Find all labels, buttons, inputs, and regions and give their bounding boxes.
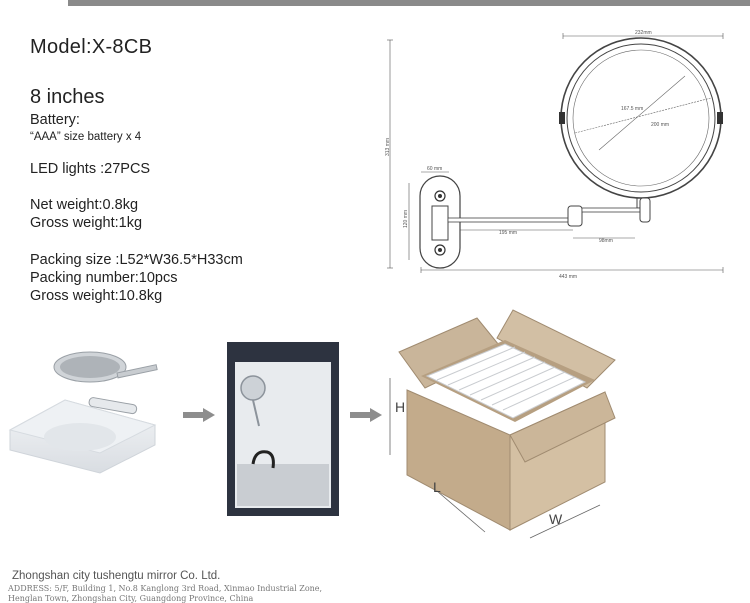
- battery-label: Battery:: [30, 112, 80, 128]
- base-width-label: 60 mm: [427, 166, 442, 172]
- outer-diameter-label: 200 mm: [651, 122, 669, 128]
- top-accent-bar: [68, 0, 750, 6]
- led-lights: LED lights :27PCS: [30, 161, 151, 177]
- battery-value: “AAA” size battery x 4: [30, 131, 142, 143]
- mirror-size: 8 inches: [30, 86, 105, 108]
- base-height-label: 120 mm: [403, 210, 409, 228]
- box-length-label: L: [433, 479, 441, 495]
- inner-diameter-label: 167.5 mm: [621, 106, 643, 112]
- company-address: ADDRESS: 5/F, Building 1, No.8 Kanglong …: [8, 584, 323, 603]
- arrow-right-icon: [183, 408, 215, 422]
- packing-number: Packing number:10pcs: [30, 270, 178, 286]
- box-width-label: W: [549, 511, 563, 527]
- model-label: Model:X-8CB: [30, 36, 153, 58]
- carton-gross-weight: Gross weight:10.8kg: [30, 288, 163, 304]
- packing-size: Packing size :L52*W36.5*H33cm: [30, 252, 243, 268]
- product-tray-image: [8, 351, 158, 474]
- gift-box-image: [227, 342, 339, 516]
- box-height-label: H: [395, 399, 405, 415]
- mirror-width-label: 232mm: [635, 30, 652, 36]
- shipping-carton-image: H L W: [389, 309, 616, 539]
- net-weight: Net weight:0.8kg: [30, 197, 139, 213]
- total-length-label: 443 mm: [559, 274, 577, 280]
- arrow-right-icon: [350, 408, 382, 422]
- overall-height-label: 313 mm: [385, 138, 391, 156]
- joint-length-label: 98mm: [599, 238, 613, 244]
- dimension-drawing: 313 mm 232mm 167.5 mm 200 mm 60 mm 120 m…: [385, 30, 724, 280]
- arm-length-label: 195 mm: [499, 230, 517, 236]
- gross-weight: Gross weight:1kg: [30, 215, 143, 231]
- company-name: Zhongshan city tushengtu mirror Co. Ltd.: [12, 570, 221, 582]
